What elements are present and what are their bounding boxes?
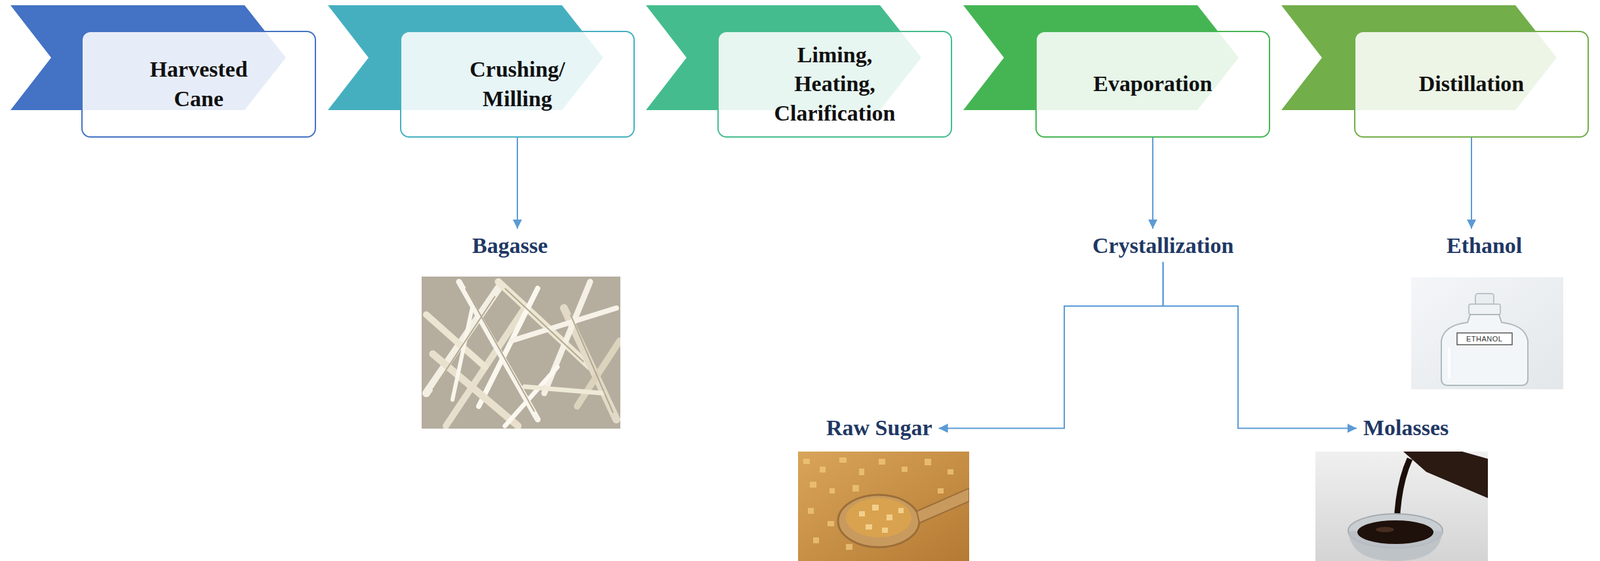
flow-arrow <box>516 137 519 229</box>
step-title: Crushing/ Milling <box>445 55 590 113</box>
flow-arrow <box>939 262 1164 429</box>
process-box: Liming, Heating, Clarification <box>717 30 953 138</box>
product-label: Raw Sugar <box>823 415 936 442</box>
process-box: Harvested Cane <box>81 30 317 138</box>
ethanol-bottle-photo <box>1411 277 1564 390</box>
product-label: Molasses <box>1360 415 1452 442</box>
bagasse-photo <box>421 276 621 429</box>
product-label: Ethanol <box>1443 232 1525 260</box>
bottle-label-text: ETHANOL <box>1466 335 1503 343</box>
product-name: Bagasse <box>469 232 551 260</box>
process-box: Distillation <box>1354 30 1589 138</box>
flow-arrow <box>1152 137 1154 229</box>
step-title: Harvested Cane <box>126 55 271 113</box>
flow-arrow <box>1163 262 1357 429</box>
raw-sugar-photo <box>798 451 970 561</box>
molasses-photo <box>1315 451 1488 561</box>
product-label: Crystallization <box>1089 232 1237 260</box>
step-title: Liming, Heating, Clarification <box>762 40 907 128</box>
product-name: Molasses <box>1360 415 1452 442</box>
product-label: Bagasse <box>469 232 551 260</box>
product-name: Ethanol <box>1443 232 1525 260</box>
product-name: Crystallization <box>1089 232 1237 260</box>
flow-arrow <box>1470 137 1473 229</box>
process-box: Evaporation <box>1035 30 1271 138</box>
process-box: Crushing/ Milling <box>400 30 635 138</box>
product-name: Raw Sugar <box>823 415 936 442</box>
step-title: Evaporation <box>1093 69 1212 99</box>
step-title: Distillation <box>1419 69 1525 99</box>
